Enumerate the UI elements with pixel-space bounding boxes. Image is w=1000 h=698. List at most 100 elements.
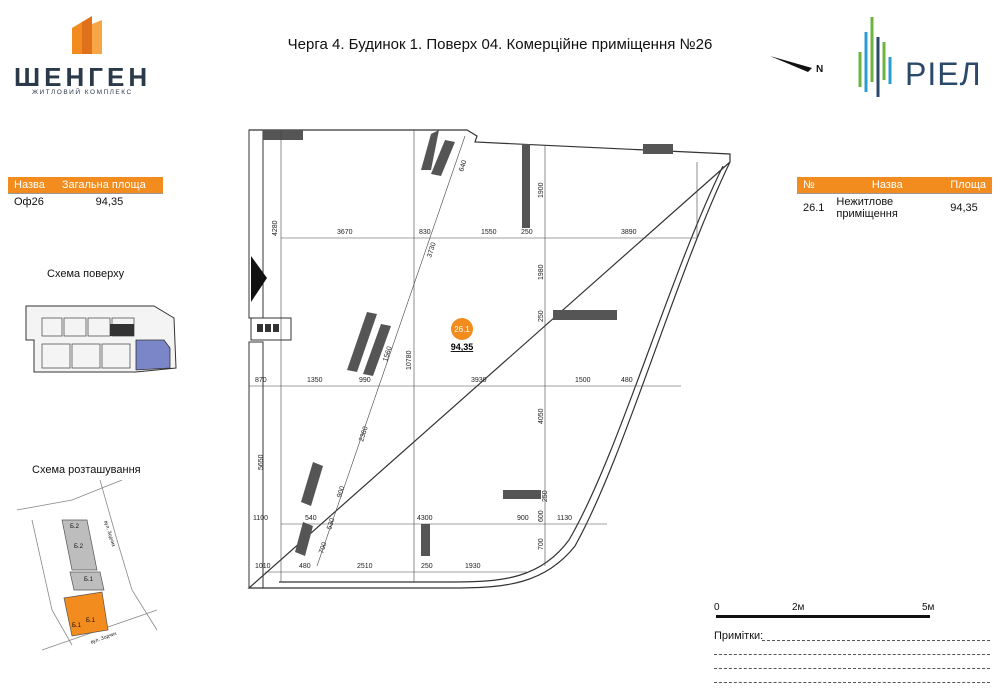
- dimension-label: 250: [421, 563, 433, 570]
- room-area: 94,35: [451, 342, 474, 352]
- plan-partition: [431, 140, 455, 176]
- table-row: Оф26 94,35: [8, 194, 163, 211]
- table-header: Назва: [830, 177, 945, 194]
- dimension-label: 1980: [538, 264, 545, 280]
- dimension-label: 480: [621, 377, 633, 384]
- dimension-label: 3670: [337, 229, 353, 236]
- dimension-label: 830: [419, 229, 431, 236]
- table-cell: 26.1: [803, 202, 825, 214]
- dimension-label: 2360: [358, 426, 370, 443]
- room-number: 26.1: [454, 325, 470, 334]
- plan-partition: [301, 462, 323, 506]
- dimension-label: 900: [336, 485, 346, 498]
- floor-scheme-label: Схема поверху: [47, 268, 125, 280]
- location-scheme-label: Схема розташування: [32, 464, 141, 476]
- room-badge: [451, 318, 473, 340]
- table-header: Площа: [944, 177, 992, 194]
- scale-line: [716, 615, 930, 618]
- plan-partition: [421, 524, 430, 556]
- dimension-label: 1100: [253, 515, 268, 522]
- plan-partition: [295, 522, 313, 556]
- table-cell: 94,35: [95, 196, 124, 208]
- dimension-label: 1560: [382, 346, 394, 363]
- plan-partition: [363, 324, 391, 376]
- building-label: Б.1: [84, 577, 93, 583]
- plan-west-wall: [248, 341, 264, 589]
- scale-label: 0: [714, 602, 720, 613]
- building-label: Б.2: [74, 544, 83, 550]
- dimension-label: 1350: [307, 377, 323, 384]
- notes-line: [762, 640, 990, 641]
- plan-partition: [347, 312, 377, 372]
- dimension-label: 1930: [465, 563, 481, 570]
- shengen-logo-name: ШЕНГЕН: [14, 62, 152, 92]
- location-scheme-map: Б.2 Б.2 Б.1 Б.1 Б.1 вул. Зодчих вул. Зод…: [12, 480, 162, 658]
- riel-logo: [850, 12, 995, 102]
- plan-outer-wall: [249, 129, 731, 162]
- dimension-label: 250: [521, 229, 533, 236]
- plan-partition: [522, 144, 530, 228]
- building-label: Б.1: [72, 623, 81, 629]
- table-header: №: [797, 177, 831, 194]
- riel-logo-icon: [858, 17, 892, 97]
- building-label: Б.2: [70, 524, 79, 530]
- dimension-label: 5650: [258, 454, 265, 470]
- dimension-label: 4300: [417, 515, 433, 522]
- dimension-label: 480: [299, 563, 311, 570]
- table-row: 26.1 Нежитлове приміщення 94,35: [797, 194, 992, 223]
- dimension-label: 1900: [538, 182, 545, 198]
- dimension-label: 700: [318, 541, 328, 554]
- dimension-label: 3890: [621, 229, 637, 236]
- scale-label: 2м: [792, 602, 805, 613]
- dimension-label: 1500: [575, 377, 591, 384]
- page-title: Черга 4. Будинок 1. Поверх 04. Комерційн…: [287, 36, 713, 53]
- scale-bar: 0 2м 5м: [714, 602, 934, 622]
- plan-curved-facade: [247, 161, 731, 589]
- notes-line: [714, 668, 990, 669]
- shengen-logo: [14, 10, 164, 100]
- dimension-label: 3730: [426, 242, 438, 259]
- left-info-table: Назва Загальна площа Оф26 94,35: [8, 177, 163, 210]
- shengen-logo-subtitle: ЖИТЛОВИЙ КОМПЛЕКС: [32, 89, 133, 96]
- floor-plan: 3670 830 1550 250 3890 870 1350 990 3930…: [247, 129, 731, 589]
- dimension-label: 250: [542, 490, 549, 502]
- dimension-label: 4050: [538, 408, 545, 424]
- table-cell: Оф26: [14, 196, 44, 208]
- dimension-label: 3930: [471, 377, 487, 384]
- table-header: Назва: [8, 177, 56, 194]
- floor-scheme-thumbnail: [25, 305, 177, 373]
- north-arrow-icon: [770, 56, 812, 72]
- dimension-label: 1130: [557, 515, 572, 522]
- notes-line: [714, 654, 990, 655]
- dimension-label: 990: [359, 377, 371, 384]
- dimension-label: 10780: [406, 350, 413, 370]
- compass-label: N: [816, 64, 824, 75]
- location-map-graphic: [16, 480, 158, 651]
- notes: Примітки:: [714, 628, 992, 688]
- dimension-label: 600: [538, 510, 545, 522]
- plan-partition: [503, 490, 541, 499]
- notes-line: [714, 682, 990, 683]
- dimension-label: 1010: [255, 563, 271, 570]
- dimension-label: 250: [538, 310, 545, 322]
- plan-partition: [553, 310, 617, 320]
- dimension-label: 1550: [481, 229, 497, 236]
- building-label: Б.1: [86, 618, 95, 624]
- plan-column: [263, 130, 303, 140]
- entrance-arrow-icon: [251, 256, 267, 302]
- table-header: Загальна площа: [55, 177, 163, 194]
- dimension-label: 4280: [272, 220, 279, 236]
- riel-logo-name: РІЕЛ: [905, 56, 982, 92]
- dimension-label: 530: [326, 517, 336, 530]
- dimension-label: 2510: [357, 563, 373, 570]
- dimension-label: 640: [458, 159, 468, 172]
- plan-inner-facade: [279, 165, 724, 583]
- compass: N: [768, 50, 828, 80]
- table-cell: Нежитлове приміщення: [836, 196, 898, 220]
- table-cell: 94,35: [950, 202, 978, 214]
- dimension-label: 700: [538, 538, 545, 550]
- notes-label: Примітки:: [714, 630, 764, 642]
- dimension-label: 900: [517, 515, 529, 522]
- plan-column: [643, 144, 673, 154]
- right-info-table: № Назва Площа 26.1 Нежитлове приміщення …: [797, 177, 992, 222]
